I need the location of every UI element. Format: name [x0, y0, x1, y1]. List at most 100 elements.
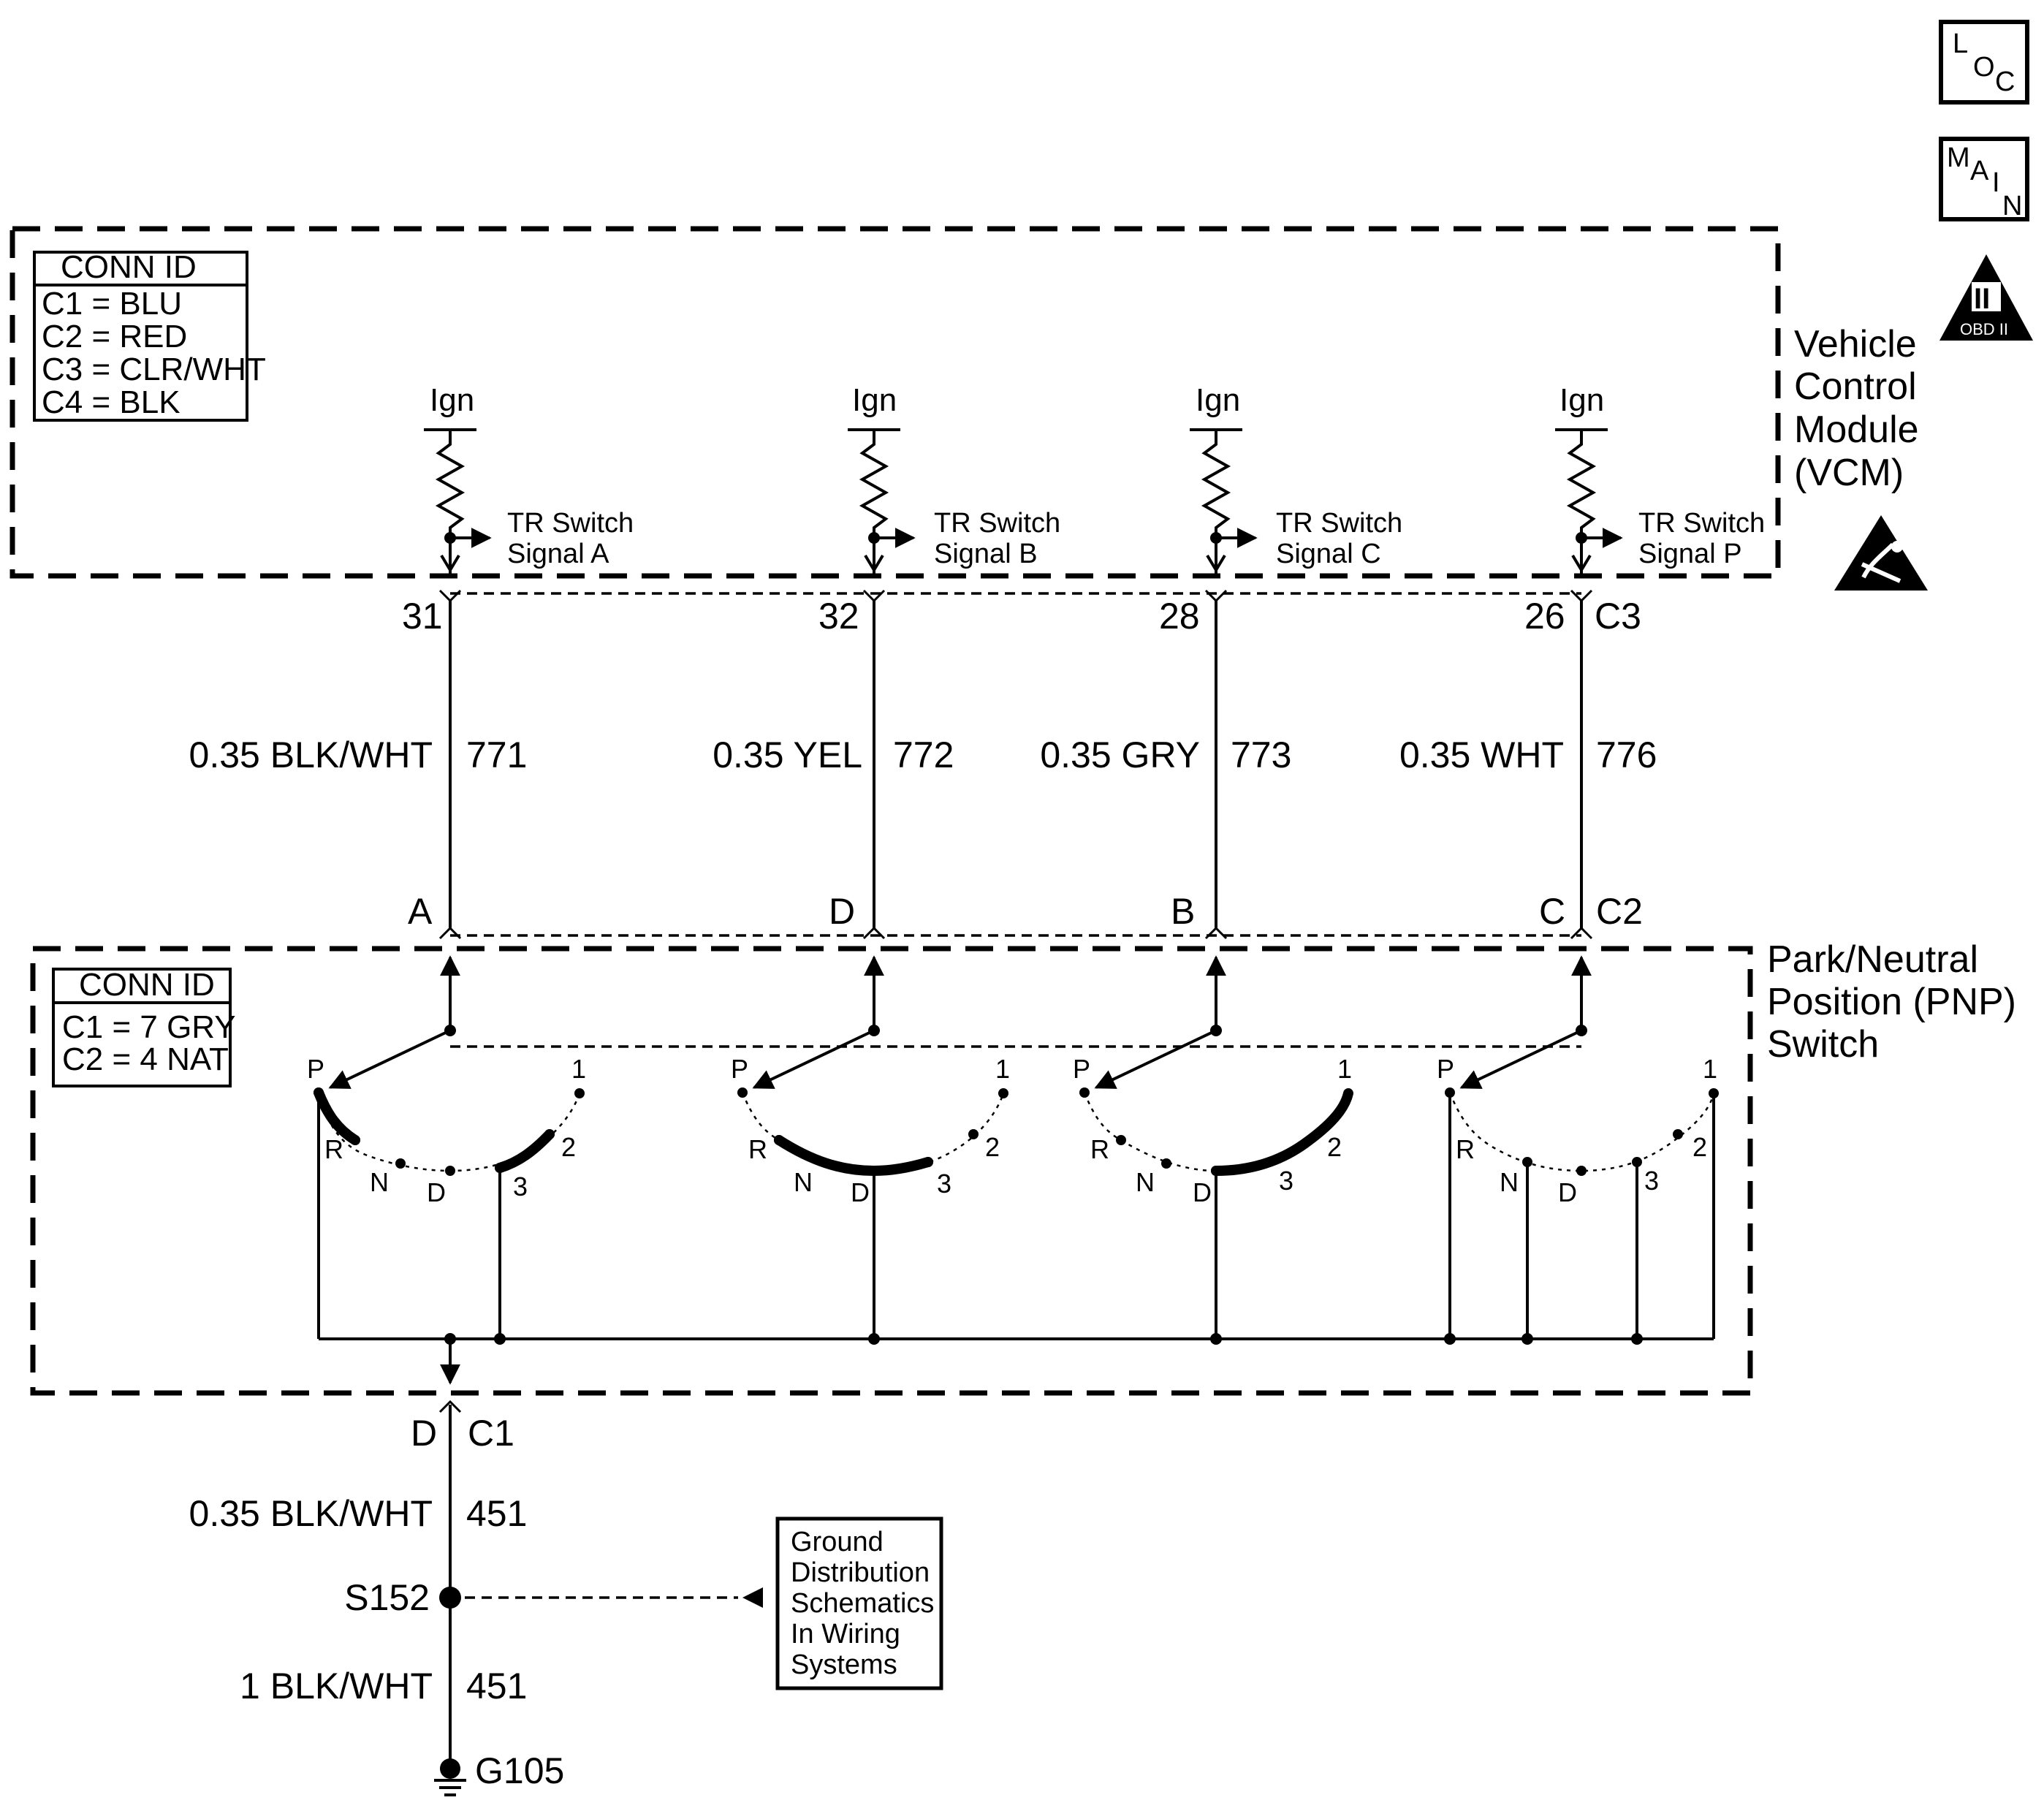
svg-text:Signal C: Signal C [1276, 539, 1381, 569]
splice-label: S152 [344, 1577, 430, 1618]
vcm-name: Vehicle Control Module (VCM) [1794, 323, 1919, 494]
pin-d: D [829, 891, 855, 932]
svg-text:C3 = CLR/WHT: C3 = CLR/WHT [42, 352, 266, 387]
svg-text:II: II [1974, 283, 1990, 315]
svg-text:N: N [794, 1167, 813, 1197]
wire-773-spec: 0.35 GRY [1040, 734, 1200, 775]
svg-text:Signal P: Signal P [1638, 539, 1742, 569]
svg-text:D: D [427, 1177, 446, 1207]
pin-26: 26 [1524, 596, 1565, 637]
pin-32: 32 [818, 596, 859, 637]
svg-text:N: N [370, 1167, 389, 1197]
svg-text:1: 1 [571, 1054, 586, 1084]
ground-symbol-icon [434, 1758, 466, 1796]
wire-776-circuit: 776 [1596, 734, 1657, 775]
svg-text:3: 3 [1279, 1166, 1293, 1196]
svg-text:TR Switch: TR Switch [934, 508, 1060, 539]
reference-arrow [742, 1587, 763, 1608]
svg-text:CONN ID: CONN ID [61, 249, 197, 285]
c2-terminals [438, 926, 1593, 940]
selector-switch-b: P R N D 3 2 1 [731, 1025, 1010, 1339]
wire-772-spec: 0.35 YEL [713, 734, 862, 775]
svg-text:Module: Module [1794, 409, 1919, 451]
pin-b: B [1171, 891, 1195, 932]
svg-text:Distribution: Distribution [791, 1557, 930, 1588]
wire-451-b-spec: 1 BLK/WHT [240, 1666, 433, 1706]
svg-text:C2 = RED: C2 = RED [42, 319, 187, 354]
pnp-name: Park/Neutral Position (PNP) Switch [1767, 938, 2016, 1066]
svg-text:Control: Control [1794, 365, 1917, 408]
pnp-boundary [30, 946, 1753, 1396]
esd-warning-icon [1834, 515, 1928, 591]
svg-text:R: R [1456, 1134, 1475, 1164]
vcm-input-b: Ign TR Switch Signal B [848, 382, 1060, 577]
svg-text:R: R [324, 1134, 343, 1164]
ground-bus [319, 1333, 1714, 1385]
svg-text:Position (PNP): Position (PNP) [1767, 981, 2016, 1023]
svg-text:In Wiring: In Wiring [791, 1619, 900, 1649]
main-icon[interactable]: M A I N [1939, 137, 2029, 221]
svg-text:Schematics: Schematics [791, 1588, 934, 1619]
svg-text:Vehicle: Vehicle [1794, 323, 1917, 365]
selector-switch-a: P R N D 3 2 1 [307, 1025, 586, 1339]
svg-text:R: R [1090, 1134, 1109, 1164]
svg-text:O: O [1973, 52, 1995, 83]
svg-text:I: I [1992, 167, 2000, 198]
selector-switch-c: P R N D 3 2 1 [1073, 1025, 1353, 1339]
c1-terminal [438, 1400, 462, 1413]
svg-text:P: P [307, 1054, 324, 1084]
svg-text:2: 2 [1692, 1132, 1707, 1162]
vcm-boundary [10, 226, 1781, 579]
svg-text:Park/Neutral: Park/Neutral [1767, 938, 1978, 981]
pnp-conn-id-table: CONN ID C1 = 7 GRY C2 = 4 NAT [52, 967, 236, 1087]
svg-text:P: P [731, 1054, 748, 1084]
ground-distribution-reference-box[interactable]: Ground Distribution Schematics In Wiring… [775, 1516, 943, 1690]
svg-text:L: L [1953, 29, 1968, 59]
svg-text:C1 = 7 GRY: C1 = 7 GRY [62, 1009, 236, 1045]
wire-772-circuit: 772 [893, 734, 954, 775]
svg-text:P: P [1437, 1054, 1454, 1084]
pin-28: 28 [1159, 596, 1200, 637]
svg-text:1: 1 [995, 1054, 1010, 1084]
svg-text:N: N [1136, 1167, 1155, 1197]
wire-451-spec: 0.35 BLK/WHT [189, 1493, 433, 1534]
svg-text:3: 3 [513, 1172, 528, 1201]
svg-text:N: N [2002, 191, 2022, 221]
svg-text:TR Switch: TR Switch [1276, 508, 1402, 539]
pin-31: 31 [402, 596, 443, 637]
svg-text:3: 3 [1644, 1166, 1659, 1196]
svg-text:N: N [1500, 1167, 1519, 1197]
vcm-input-c: Ign TR Switch Signal C [1190, 382, 1402, 577]
wire-771-spec: 0.35 BLK/WHT [189, 734, 433, 775]
obd-ii-icon[interactable]: II OBD II [1939, 254, 2033, 341]
wire-451-circuit: 451 [466, 1493, 527, 1534]
svg-text:(VCM): (VCM) [1794, 452, 1904, 494]
vcm-conn-id-table: CONN ID C1 = BLU C2 = RED C3 = CLR/WHT C… [33, 249, 266, 422]
svg-text:Ground: Ground [791, 1527, 884, 1557]
pin-a: A [408, 891, 433, 932]
svg-text:C2 = 4 NAT: C2 = 4 NAT [62, 1041, 229, 1077]
pin-ground-d: D [411, 1413, 437, 1454]
svg-text:TR Switch: TR Switch [1638, 508, 1765, 539]
vcm-input-a: Ign TR Switch Signal A [424, 382, 634, 577]
svg-text:R: R [748, 1134, 767, 1164]
svg-text:CONN ID: CONN ID [79, 967, 215, 1003]
pin-c: C [1539, 891, 1565, 932]
svg-text:D: D [1193, 1177, 1212, 1207]
svg-text:TR Switch: TR Switch [507, 508, 634, 539]
pnp-input-arrows [440, 955, 1592, 1030]
svg-text:Signal A: Signal A [507, 539, 609, 569]
svg-text:1: 1 [1337, 1054, 1352, 1084]
svg-text:D: D [1558, 1177, 1577, 1207]
loc-icon[interactable]: L O C [1939, 20, 2029, 105]
svg-text:Switch: Switch [1767, 1023, 1879, 1066]
svg-text:Systems: Systems [791, 1649, 897, 1680]
c3-label: C3 [1595, 596, 1641, 637]
ground-point-label: G105 [475, 1750, 564, 1791]
svg-text:2: 2 [1327, 1132, 1342, 1162]
wire-776-spec: 0.35 WHT [1399, 734, 1564, 775]
svg-text:C1 = BLU: C1 = BLU [42, 286, 182, 322]
harness-wires [449, 601, 1583, 928]
vcm-input-p: Ign TR Switch Signal P [1555, 382, 1765, 577]
